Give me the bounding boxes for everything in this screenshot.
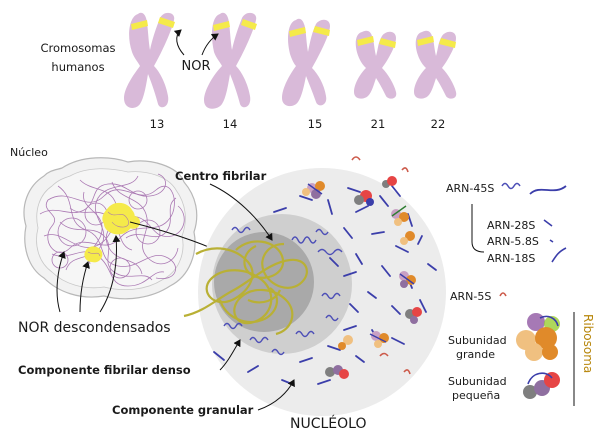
- nor-blobs: [84, 202, 140, 263]
- chromosomes-title-1: Cromosomas: [40, 41, 115, 55]
- legend-arn58-label: ARN-5.8S: [487, 235, 539, 248]
- legend-arn18-label: ARN-18S: [487, 252, 535, 265]
- legend-group: ARN-45S ARN-28S ARN-5.8S ARN-18S ARN-5S …: [446, 182, 595, 406]
- fibrillar-loops: [183, 240, 308, 336]
- chromatin-tangle: [39, 173, 185, 287]
- dense-fibrillar-arrow: [219, 339, 241, 371]
- ribosome-label: Ribosoma: [581, 314, 595, 373]
- nucleus-label: Núcleo: [10, 146, 48, 159]
- nor-arrow-13: [173, 29, 185, 56]
- nucleolus-group: Centro fibrilar Componente fibrilar dens…: [18, 156, 446, 432]
- rna-5s-arcs: [351, 156, 411, 375]
- nor-arrow-a: [56, 251, 66, 313]
- legend-small-subunit-icon: [523, 372, 560, 399]
- legend-small-line2: pequeña: [452, 389, 500, 402]
- nor-arrow-c: [99, 235, 121, 313]
- nor-descondensados-label: NOR descondensados: [18, 320, 171, 336]
- chromosome-21-label: 21: [371, 117, 386, 131]
- legend-large-subunit-icon: [516, 313, 560, 361]
- chromosome-13: [124, 12, 175, 108]
- legend-arn5-arc: [499, 292, 507, 297]
- nucleolus-title: NUCLÉOLO: [290, 415, 366, 432]
- nor-label: NOR: [182, 59, 211, 74]
- dense-fibrillar-label: Componente fibrilar denso: [18, 363, 191, 377]
- fibrillar-center-label: Centro fibrilar: [175, 169, 267, 183]
- chromosome-15: [282, 18, 330, 107]
- chromosome-14: [204, 12, 257, 109]
- legend-large-line2: grande: [456, 348, 495, 361]
- legend-large-line1: Subunidad: [448, 334, 507, 347]
- chromosomes-title-2: humanos: [51, 60, 104, 74]
- nucleolus-ribosomes: [302, 176, 422, 379]
- nor-arrow-14: [201, 33, 219, 56]
- chromosome-21: [354, 30, 397, 99]
- chromosome-13-label: 13: [150, 117, 165, 131]
- chromosome-22: [414, 30, 457, 99]
- granular-label: Componente granular: [112, 403, 254, 417]
- rna-squiggles: [223, 226, 343, 356]
- fibrillar-center-arrow: [209, 183, 273, 241]
- granular-arrow: [257, 379, 295, 411]
- legend-arn28-label: ARN-28S: [487, 219, 535, 232]
- legend-arn45-label: ARN-45S: [446, 182, 494, 195]
- legend-arn5-label: ARN-5S: [450, 290, 491, 303]
- legend-arn45-line: [529, 185, 567, 195]
- chromosome-15-label: 15: [308, 117, 323, 131]
- legend-bracket: [471, 204, 485, 253]
- chromosomes-group: Cromosomas humanos: [40, 12, 457, 131]
- chromosome-14-label: 14: [223, 117, 238, 131]
- legend-arn45-squiggle: [501, 182, 521, 190]
- nor-arrow-b: [79, 261, 90, 313]
- chromosome-22-label: 22: [431, 117, 446, 131]
- legend-small-line1: Subunidad: [448, 375, 507, 388]
